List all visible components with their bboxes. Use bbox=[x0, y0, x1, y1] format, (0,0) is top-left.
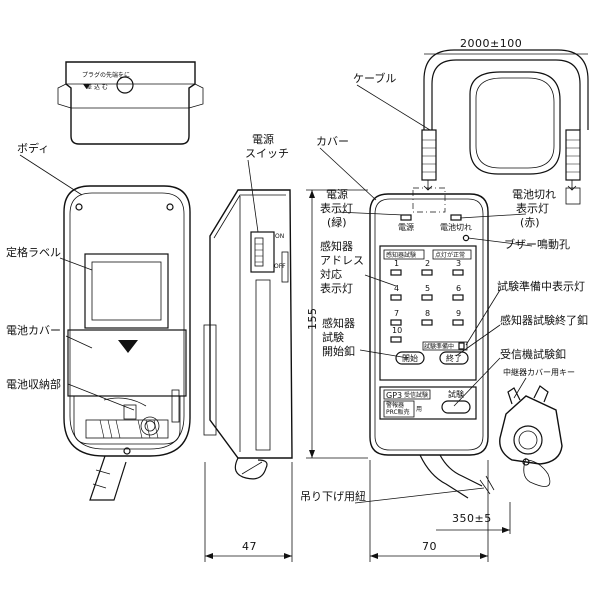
dim-width: 70 bbox=[422, 540, 437, 553]
leader-lines bbox=[19, 84, 533, 504]
address-number-3: 3 bbox=[456, 259, 461, 268]
panel-point-check: 点灯が正常 bbox=[435, 251, 465, 259]
label-power-lamp-3: (緑) bbox=[327, 215, 347, 229]
address-number-2: 2 bbox=[425, 259, 430, 268]
front-view: 電源 電池切れ 感知器試験 点灯が正常 1 2 3 4 5 6 7 8 9 10 試験準備中 開始… bbox=[369, 193, 495, 499]
address-number-7: 7 bbox=[394, 309, 399, 318]
label-power-lamp-2: 表示灯 bbox=[320, 201, 353, 215]
address-lamp-8 bbox=[421, 319, 433, 326]
panel-maker-2: PRC販売 bbox=[386, 408, 410, 416]
address-number-4: 4 bbox=[394, 284, 399, 293]
panel-receiver-test: 受信試験 bbox=[404, 391, 428, 399]
label-battery-lamp-3: (赤) bbox=[520, 216, 540, 229]
panel-maker-3: 用 bbox=[416, 406, 422, 413]
label-ready-lamp: 試験準備中表示灯 bbox=[497, 279, 585, 293]
label-relay-cover-key: 中継器カバー用キー bbox=[503, 367, 575, 377]
address-number-8: 8 bbox=[425, 309, 430, 318]
label-detector-start-3: 開始釦 bbox=[322, 344, 355, 358]
label-address-lamp-1: 感知器 bbox=[320, 239, 353, 253]
label-buzzer-hole: ブザー鳴動孔 bbox=[504, 237, 570, 251]
address-number-10: 10 bbox=[392, 326, 402, 335]
cable-loop bbox=[412, 49, 589, 213]
label-address-lamp-3: 対応 bbox=[320, 267, 342, 281]
dim-cable-length: 2000±100 bbox=[460, 37, 522, 50]
label-power-switch-2: スイッチ bbox=[245, 147, 289, 160]
dim-height: 155 bbox=[306, 308, 319, 331]
address-number-6: 6 bbox=[456, 284, 461, 293]
label-receiver-test: 受信機試験釦 bbox=[500, 347, 566, 361]
panel-maker-1: 警報器 bbox=[386, 401, 404, 409]
panel-battery: 電池切れ bbox=[440, 222, 472, 232]
label-power-lamp-1: 電源 bbox=[326, 187, 348, 201]
address-number-9: 9 bbox=[456, 309, 461, 318]
label-body: ボディ bbox=[17, 141, 49, 155]
label-address-lamp-2: アドレス bbox=[320, 254, 364, 267]
switch-on-mark: ON bbox=[275, 233, 284, 240]
switch-off-mark: OFF bbox=[274, 263, 286, 270]
label-cover: カバー bbox=[316, 135, 349, 148]
rear-view bbox=[63, 185, 191, 501]
address-number-5: 5 bbox=[425, 284, 430, 293]
side-view: ON OFF bbox=[203, 189, 293, 480]
dimensions bbox=[204, 53, 588, 562]
label-address-lamp-4: 表示灯 bbox=[320, 281, 353, 295]
label-detector-end: 感知器試験終了釦 bbox=[500, 313, 588, 327]
address-number-1: 1 bbox=[394, 259, 399, 268]
panel-model: GP3 bbox=[386, 391, 402, 400]
address-lamp-2 bbox=[421, 269, 433, 276]
panel-power: 電源 bbox=[398, 223, 414, 232]
label-battery-cover: 電池カバー bbox=[6, 324, 61, 337]
dim-strap-length: 350±5 bbox=[452, 512, 492, 525]
label-detector-start-2: 試験 bbox=[322, 330, 344, 344]
panel-end-label: 終了 bbox=[446, 353, 462, 363]
label-cable: ケーブル bbox=[353, 71, 396, 85]
top-view-caption-1: プラグの先端をに bbox=[82, 71, 130, 79]
callout-labels: 2000±100 ケーブル ボディ 電源 スイッチ カバー 電源 表示灯 (緑)… bbox=[6, 37, 588, 553]
address-lamp-3 bbox=[452, 269, 464, 276]
label-battery-compartment: 電池収納部 bbox=[6, 377, 61, 391]
panel-detector-test: 感知器試験 bbox=[386, 251, 416, 259]
address-lamp-10 bbox=[390, 336, 402, 343]
label-battery-lamp-1: 電池切れ bbox=[512, 188, 556, 201]
panel-test-label: 試験 bbox=[448, 389, 464, 399]
top-view-caption-2: 差 込 む bbox=[86, 83, 108, 91]
address-lamp-4 bbox=[390, 294, 402, 301]
label-power-switch-1: 電源 bbox=[252, 132, 274, 146]
panel-start-label: 開始 bbox=[402, 353, 418, 363]
address-lamp-9 bbox=[452, 319, 464, 326]
address-lamp-6 bbox=[452, 294, 464, 301]
dim-depth: 47 bbox=[242, 540, 257, 553]
panel-ready: 試験準備中 bbox=[424, 343, 454, 351]
top-view: プラグの先端をに 差 込 む bbox=[57, 61, 204, 145]
address-lamp-5 bbox=[421, 294, 433, 301]
address-lamp-1 bbox=[390, 269, 402, 276]
label-strap-cord: 吊り下げ用紐 bbox=[300, 490, 366, 503]
label-detector-start-1: 感知器 bbox=[322, 316, 355, 330]
relay-cover-key bbox=[499, 385, 563, 487]
label-battery-lamp-2: 表示灯 bbox=[516, 201, 549, 215]
address-lamp-7 bbox=[390, 319, 402, 326]
address-lamp-grid: 1 2 3 4 5 6 7 8 9 10 bbox=[390, 259, 464, 343]
label-rating: 定格ラベル bbox=[6, 245, 61, 259]
